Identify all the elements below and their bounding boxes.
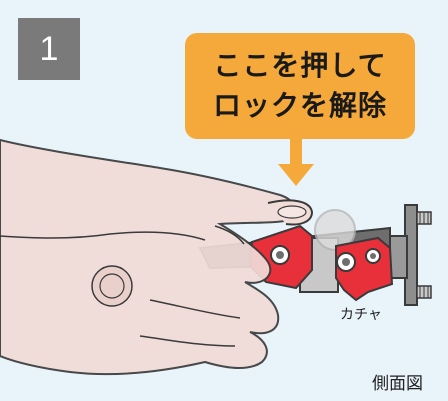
click-sound-label: カチャ <box>340 307 382 323</box>
housing-illustration <box>299 209 356 293</box>
hand-illustration <box>0 138 314 376</box>
step-number-badge: 1 <box>18 18 80 80</box>
instruction-callout: ここを押して ロックを解除 <box>185 33 415 139</box>
callout-line-2: ロックを解除 <box>212 89 387 122</box>
callout-line-1: ここを押して <box>213 49 387 82</box>
step-number: 1 <box>39 29 59 68</box>
down-arrow-icon <box>278 138 314 186</box>
side-view-label: 側面図 <box>372 374 423 394</box>
wall-bracket-illustration <box>384 204 432 306</box>
